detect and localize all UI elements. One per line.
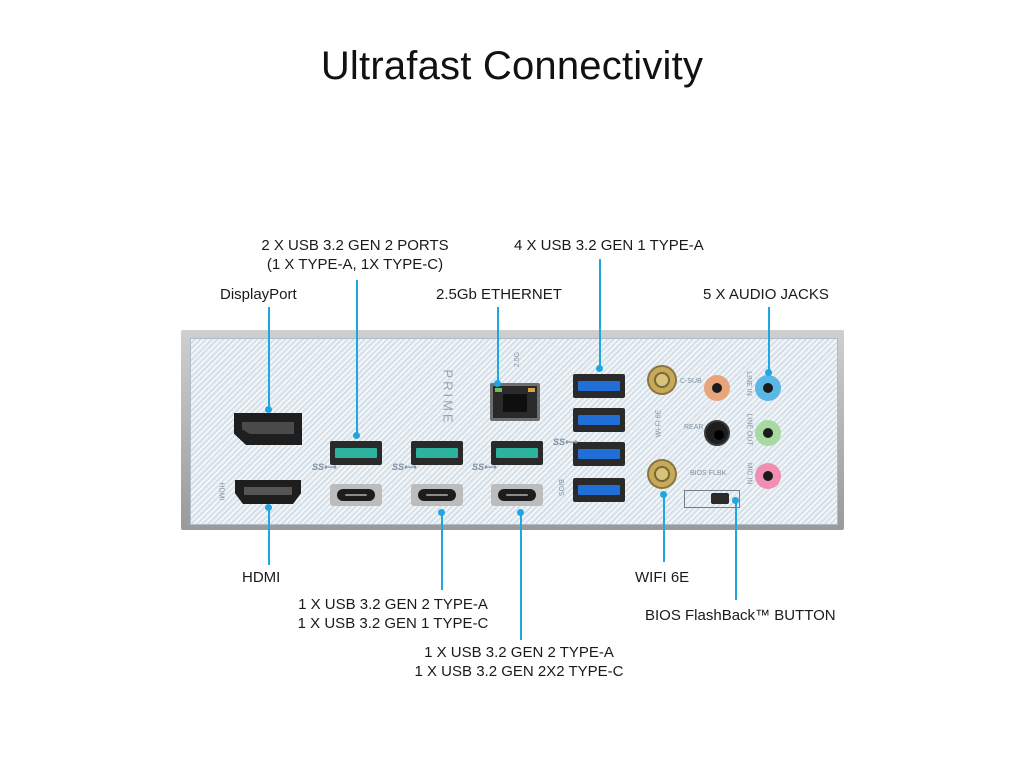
dot-wifi [660,491,667,498]
audio-engraving-line-out: LINE OUT [745,413,753,446]
dot-audio [765,369,772,376]
usb-gen2-typea-port-2 [411,441,463,465]
leader-bios-flashback [735,500,737,600]
label-bios-flashback: BIOS FlashBack™ BUTTON [645,607,836,624]
label-usb-pair2: 1 X USB 3.2 GEN 2 TYPE-A 1 X USB 3.2 GEN… [400,643,638,681]
label-usb-gen2-ports: 2 X USB 3.2 GEN 2 PORTS (1 X TYPE-A, 1X … [240,236,470,274]
leader-wifi [663,494,665,562]
audio-engraving-mic-in: MIC IN [745,462,753,485]
label-usb-gen1-typea: 4 X USB 3.2 GEN 1 TYPE-A [514,237,704,254]
usb-gen1-typea-port-4 [573,478,625,502]
audio-jack-mic-in [755,463,781,489]
audio-jack-csub [704,375,730,401]
audio-jack-line-out [755,420,781,446]
dot-displayport [265,406,272,413]
bios-flashback-button[interactable] [711,493,729,504]
label-hdmi: HDMI [242,569,281,586]
usb-gen1-typea-port-2 [573,408,625,432]
label-usb-gen2-ports-line1: 2 X USB 3.2 GEN 2 PORTS [261,237,449,254]
displayport-port [234,413,302,445]
usb-ss-logo-1: SS⟷ [312,462,337,472]
leader-usb-pair1 [441,512,443,590]
usb-ss-logo-4: SS⟷ [553,437,578,447]
wifi-antenna-connector-1 [647,365,677,395]
audio-engraving-line-in: LINE IN [744,371,752,396]
dot-hdmi [265,504,272,511]
usb-ss-logo-2: SS⟷ [392,462,417,472]
label-usb-pair1-line2: 1 X USB 3.2 GEN 1 TYPE-C [297,615,489,632]
hdmi-engraving: HDMI [217,482,225,501]
label-usb-pair1: 1 X USB 3.2 GEN 2 TYPE-A 1 X USB 3.2 GEN… [282,595,504,633]
audio-engraving-csub: C-SUB [680,378,702,385]
dot-bios-flashback [732,497,739,504]
audio-jack-line-in [755,375,781,401]
label-audio-jacks: 5 X AUDIO JACKS [703,286,829,303]
brand-engraving: PRIME [440,369,456,426]
label-usb-pair2-line1: 1 X USB 3.2 GEN 2 TYPE-A [424,644,614,661]
bios-engraving: BIOS [556,479,564,496]
label-ethernet: 2.5Gb ETHERNET [436,286,562,303]
label-usb-gen2-ports-line2: (1 X TYPE-A, 1X TYPE-C) [266,256,444,273]
wifi-antenna-connector-2 [647,459,677,489]
ethernet-speed-engraving: 2.5G [514,351,522,368]
usb-gen1-typea-port-3 [573,442,625,466]
ethernet-port [490,383,540,421]
hdmi-port [235,480,301,504]
usb-ss-logo-3: SS⟷ [472,462,497,472]
audio-jack-rear [704,420,730,446]
leader-displayport [268,307,270,409]
usb-gen2-typea-port-3 [491,441,543,465]
leader-usb-gen1 [599,259,601,368]
flashback-engraving: BIOS FLBK [690,470,727,477]
dot-usb-gen1 [596,365,603,372]
usb-typec-port-1 [330,484,382,506]
leader-usb-pair2 [520,512,522,640]
label-wifi: WIFI 6E [635,569,690,586]
flashback-button-outline [684,490,740,508]
dot-ethernet [494,380,501,387]
label-displayport: DisplayPort [220,286,297,303]
dot-usb-pair2 [517,509,524,516]
wifi-engraving: WI-FI 6E [655,409,663,438]
leader-hdmi [268,507,270,565]
label-usb-pair1-line1: 1 X USB 3.2 GEN 2 TYPE-A [298,596,488,613]
dot-usb-gen2-ports [353,432,360,439]
leader-audio [768,307,770,373]
label-usb-pair2-line2: 1 X USB 3.2 GEN 2X2 TYPE-C [414,663,624,680]
usb-typec-port-3 [491,484,543,506]
leader-ethernet [497,307,499,383]
dot-usb-pair1 [438,509,445,516]
audio-engraving-rear: REAR [684,424,704,431]
usb-gen1-typea-port-1 [573,374,625,398]
usb-gen2-typea-port-1 [330,441,382,465]
usb-typec-port-2 [411,484,463,506]
leader-usb-gen2-ports [356,280,358,435]
page-title: Ultrafast Connectivity [320,44,704,88]
